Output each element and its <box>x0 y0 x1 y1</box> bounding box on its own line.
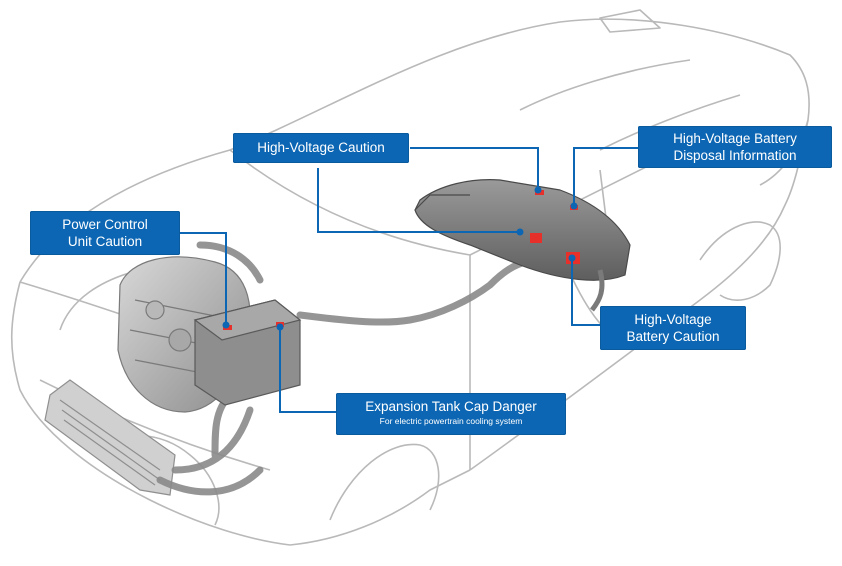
callout-text: Expansion Tank Cap Danger <box>365 399 537 414</box>
hv-caution-label <box>530 233 542 243</box>
callout-high-voltage-caution: High-Voltage Caution <box>233 133 409 163</box>
callout-hv-battery-disposal: High-Voltage Battery Disposal Informatio… <box>638 126 832 168</box>
callout-hv-battery-caution: High-Voltage Battery Caution <box>600 306 746 350</box>
callout-power-control-unit: Power Control Unit Caution <box>30 211 180 255</box>
callout-text: Disposal Information <box>673 148 797 163</box>
leader-dots <box>222 186 578 331</box>
power-control-unit <box>193 299 302 406</box>
callout-text: High-Voltage <box>634 312 712 327</box>
leader-lines <box>180 147 638 413</box>
callout-subtext: For electric powertrain cooling system <box>379 416 523 426</box>
callout-text: Unit Caution <box>67 234 143 249</box>
callout-text: Battery Caution <box>626 329 720 344</box>
radiator <box>44 379 176 496</box>
hv-battery-pack <box>414 179 631 312</box>
coolant-hoses <box>156 241 529 496</box>
callout-text: High-Voltage Battery <box>673 131 797 146</box>
callout-text: Power Control <box>62 217 148 232</box>
callout-expansion-tank: Expansion Tank Cap Danger For electric p… <box>336 393 566 435</box>
callout-text: High-Voltage Caution <box>257 140 385 155</box>
